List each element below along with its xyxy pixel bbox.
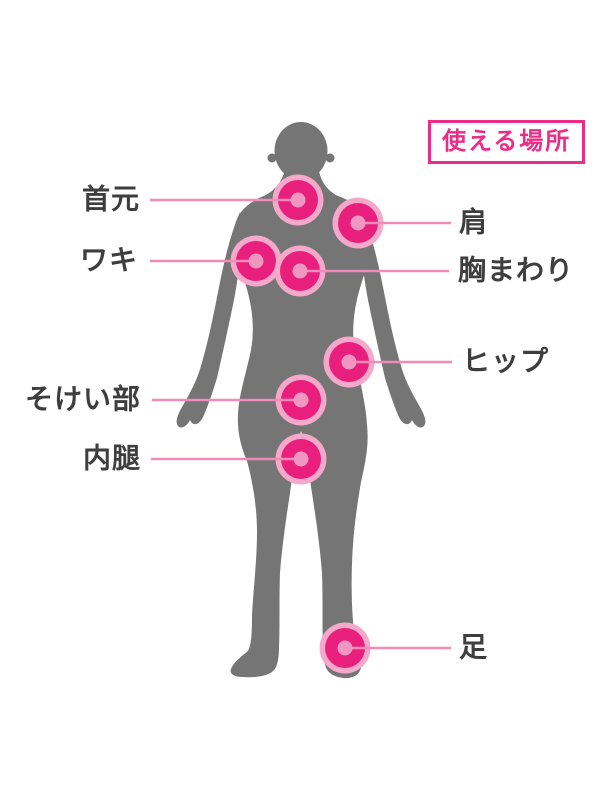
marker-dot-neck (290, 192, 306, 208)
label-neck: 首元 (81, 183, 140, 215)
label-inner_thigh: 内腿 (82, 442, 141, 474)
usable-places-badge: 使える場所 (428, 120, 586, 164)
marker-dot-hip (341, 354, 357, 370)
label-chest: 胸まわり (458, 254, 575, 286)
left-arm (176, 212, 243, 428)
marker-dot-shoulder (350, 215, 366, 231)
marker-dot-chest (292, 263, 308, 279)
connector-lines (150, 198, 452, 650)
marker-dot-foot (337, 640, 353, 656)
right-ear (325, 153, 335, 163)
marker-dot-groin (293, 392, 309, 408)
marker-dots (248, 192, 366, 656)
marker-dot-inner_thigh (293, 451, 309, 467)
label-groin: そけい部 (24, 383, 141, 415)
label-hip: ヒップ (462, 345, 550, 377)
right-arm (359, 212, 426, 428)
label-shoulder: 肩 (459, 206, 489, 238)
label-foot: 足 (459, 631, 489, 663)
marker-dot-armpit (248, 253, 264, 269)
left-ear (267, 153, 277, 163)
label-armpit: ワキ (79, 244, 138, 276)
